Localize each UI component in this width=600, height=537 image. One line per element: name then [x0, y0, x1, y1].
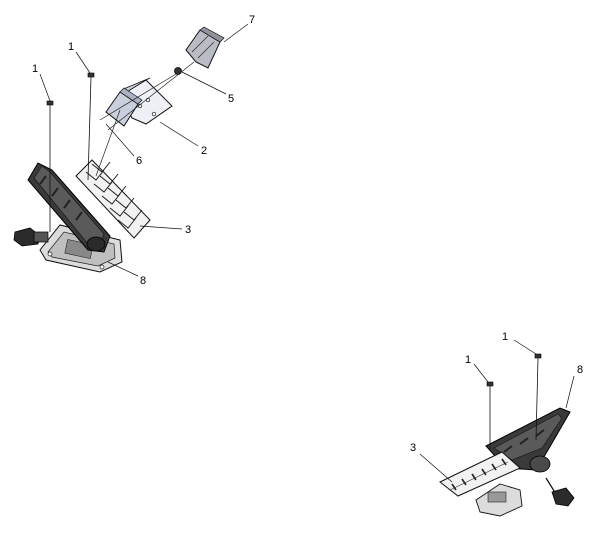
pedal-pad-part [439, 451, 521, 497]
callout-label: 6 [136, 155, 142, 167]
connector-plug [13, 227, 49, 247]
callout-label: 3 [410, 442, 416, 454]
callout-label: 1 [502, 331, 508, 343]
screw-part-right [534, 353, 542, 441]
callout-label: 1 [68, 41, 74, 53]
pedal-arm-part [27, 162, 111, 253]
callout-label: 7 [249, 14, 255, 26]
screw-part-left [46, 100, 54, 232]
exploded-assembly: 1 1 2 3 5 6 7 8 [13, 14, 255, 287]
callout-label: 1 [465, 354, 471, 366]
sensor-plate-part [105, 87, 143, 127]
callout-label: 3 [185, 224, 191, 236]
screw-part-left [486, 381, 494, 450]
bracket-plate-part [119, 77, 173, 125]
assembly-guide-lines [95, 61, 195, 177]
callout-label: 1 [32, 63, 38, 75]
connector-plug [545, 477, 575, 507]
bolt-part [174, 67, 182, 75]
sensor-block-part [185, 26, 225, 69]
callout-label: 8 [140, 275, 146, 287]
callout-label: 8 [577, 364, 583, 376]
callout-label: 2 [201, 145, 207, 157]
pedal-pad-part [75, 159, 151, 239]
leader-lines-bottom [419, 339, 575, 483]
leader-lines-top [39, 23, 249, 277]
screw-part-right [87, 72, 95, 181]
assembled-assembly: 1 1 3 8 [410, 331, 583, 517]
base-housing-part [475, 483, 523, 517]
callout-label: 5 [228, 93, 234, 105]
